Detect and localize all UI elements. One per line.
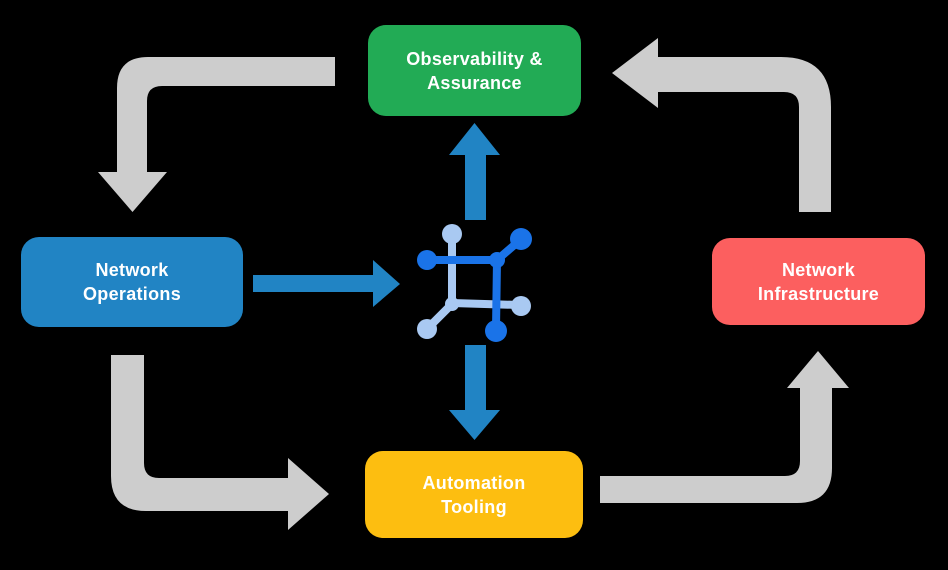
- node-label-line: Network: [781, 259, 856, 280]
- arrow-center-to-observability: [449, 123, 500, 220]
- node-label-line: Automation: [422, 472, 526, 493]
- arrow-infrastructure-to-observability: [612, 38, 831, 212]
- node-network-operations: Network Operations: [21, 237, 243, 327]
- node-label-line: Network: [95, 260, 169, 280]
- network-fabric-icon-dark-nodes: [417, 228, 532, 342]
- arrow-automation-to-infrastructure: [600, 351, 849, 503]
- node-label-line: Assurance: [427, 72, 522, 93]
- node-label-line: Observability &: [406, 48, 543, 69]
- node-network-infrastructure: Network Infrastructure: [712, 238, 925, 325]
- arrow-center-to-automation: [449, 345, 500, 440]
- node-label-line: Operations: [82, 284, 182, 304]
- node-label-line: Tooling: [441, 496, 507, 517]
- node-automation-tooling: Automation Tooling: [365, 451, 583, 538]
- arrow-operations-to-center: [253, 260, 400, 307]
- network-fabric-icon: [417, 224, 532, 342]
- node-observability-assurance: Observability & Assurance: [368, 25, 581, 116]
- node-label-line: Infrastructure: [757, 283, 880, 304]
- arrow-operations-to-automation: [111, 355, 329, 530]
- network-fabric-icon-light-nodes: [417, 224, 531, 339]
- arrow-observability-to-operations: [98, 57, 335, 212]
